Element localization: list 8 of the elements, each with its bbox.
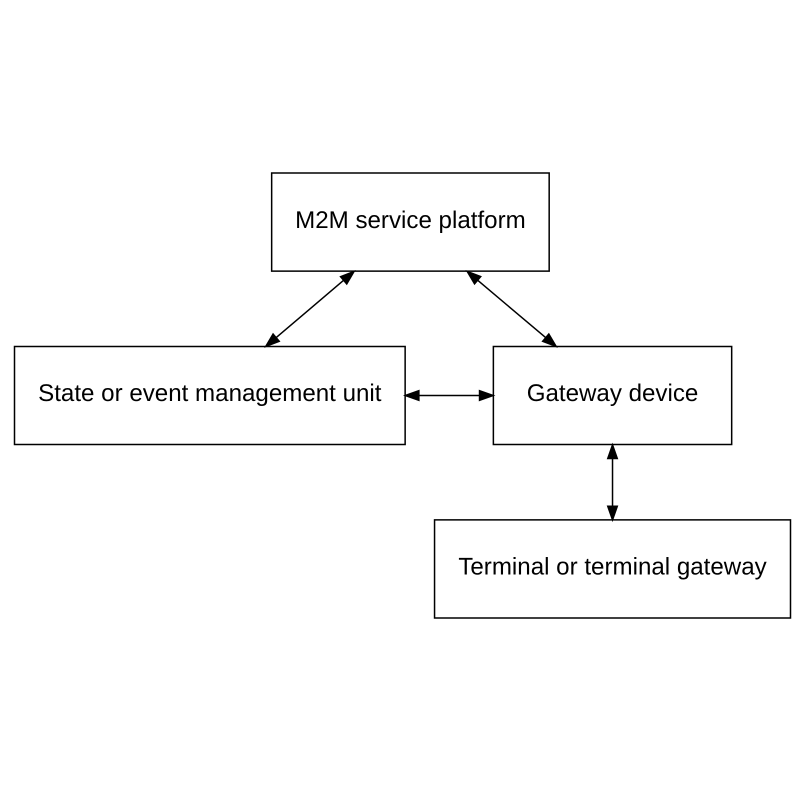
node-box: Terminal or terminal gateway <box>434 518 792 618</box>
node-box: State or event management unit <box>14 345 406 445</box>
node-box: Gateway device <box>492 345 732 445</box>
arrow <box>402 389 496 401</box>
node-box: M2M service platform <box>270 172 550 272</box>
arrow <box>466 270 558 348</box>
arrow <box>264 270 356 348</box>
arrow <box>606 442 618 522</box>
